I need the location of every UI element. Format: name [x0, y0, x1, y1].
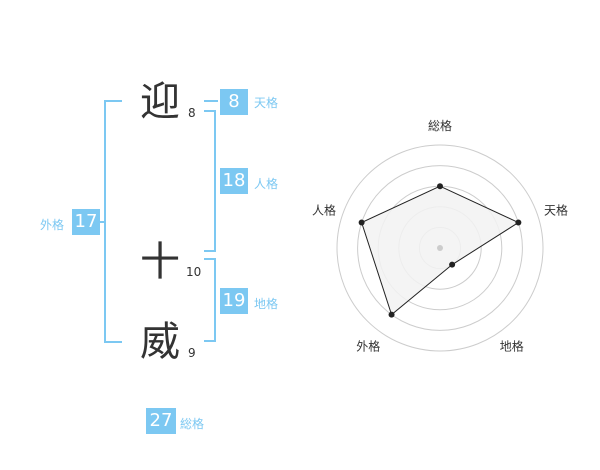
radar-point-5: [358, 219, 365, 226]
tenkaku-connector: [204, 100, 218, 102]
name-char-1: 迎: [140, 79, 180, 125]
radar-axis-label-3: 地格: [500, 339, 524, 354]
stroke-count-1: 8: [188, 106, 196, 120]
radar-axis-label-2: 天格: [544, 202, 568, 217]
jinkaku-label: 人格: [254, 177, 279, 191]
gaikaku-value: 17: [72, 209, 100, 235]
radar-axis-label-4: 外格: [356, 339, 380, 354]
radar-point-1: [437, 183, 443, 190]
jinkaku-bracket: [204, 110, 216, 252]
chikaku-value: 19: [220, 288, 248, 314]
chikaku-label: 地格: [254, 297, 279, 311]
tenkaku-value: 8: [220, 89, 248, 115]
radar-point-3: [449, 261, 456, 268]
stroke-count-3: 9: [188, 346, 196, 360]
gaikaku-label: 外格: [40, 218, 65, 232]
radar-point-2: [515, 219, 522, 226]
radar-center: [437, 245, 443, 251]
radar-ring: [357, 165, 523, 331]
name-char-2: 十: [140, 239, 180, 285]
soukaku-value: 27: [146, 408, 176, 434]
radar-axis-label-1: 総格: [428, 118, 452, 133]
soukaku-label: 総格: [180, 417, 205, 431]
tenkaku-label: 天格: [254, 96, 279, 110]
gaikaku-connector: [96, 221, 106, 223]
radar-axis-label-5: 人格: [312, 202, 336, 217]
name-char-3: 威: [140, 319, 180, 365]
radar-point-4: [388, 311, 395, 318]
radar-ring: [336, 144, 544, 352]
stroke-count-2: 10: [186, 265, 202, 279]
chikaku-bracket: [204, 258, 216, 342]
jinkaku-value: 18: [220, 168, 248, 194]
